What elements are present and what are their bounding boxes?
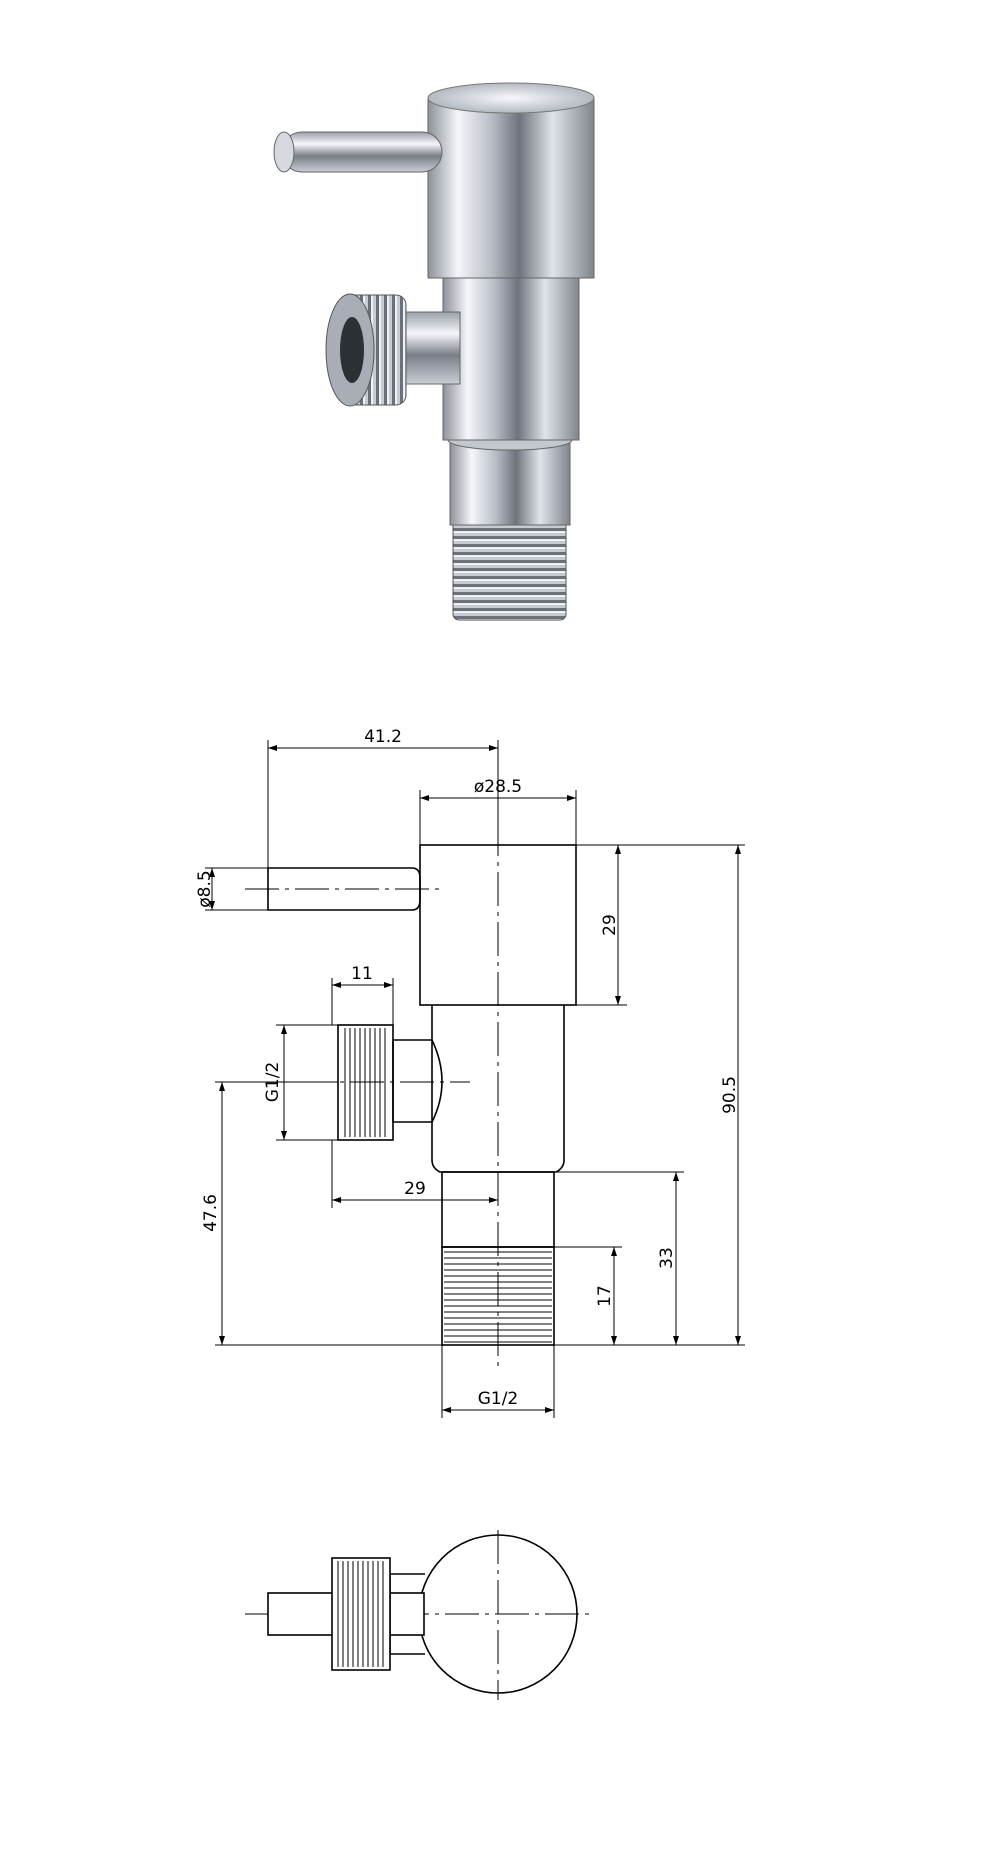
dimension-arrow xyxy=(281,1131,287,1140)
top-view xyxy=(245,1530,595,1700)
dimension-arrow xyxy=(219,1336,225,1345)
dimension-arrow xyxy=(615,996,621,1005)
dim-total-height: 90.5 xyxy=(720,1076,740,1114)
photo-inlet-thread xyxy=(452,519,567,621)
dim-inlet-thread: G1/2 xyxy=(478,1389,519,1409)
photo-outlet-bore xyxy=(340,317,364,383)
front-handle-cap xyxy=(419,844,577,1006)
dimension-arrow xyxy=(268,745,277,751)
dimension-arrow xyxy=(281,1025,287,1034)
front-inlet-thread xyxy=(441,1246,555,1346)
dim-inlet-thread-length: 17 xyxy=(595,1285,615,1307)
dimension-arrow xyxy=(735,1336,741,1345)
dimension-arrow xyxy=(209,901,215,910)
dim-body-diameter: ø28.5 xyxy=(474,777,522,797)
dimension-arrow xyxy=(332,982,341,988)
dimension-arrow xyxy=(673,1172,679,1181)
dim-outlet-offset: 29 xyxy=(404,1179,426,1199)
dim-handle-height: 29 xyxy=(600,914,620,936)
dimension-arrow xyxy=(209,868,215,877)
front-outlet-boss xyxy=(392,1039,443,1123)
dimension-arrows xyxy=(209,745,741,1413)
valve-photo xyxy=(273,82,595,621)
dimension-arrow xyxy=(615,845,621,854)
dim-inlet-length: 33 xyxy=(657,1247,677,1269)
dim-outlet-height: 47.6 xyxy=(201,1194,221,1232)
front-outlet-thread-lines xyxy=(344,1028,386,1137)
dimension-arrow xyxy=(489,745,498,751)
dim-outlet-thread: G1/2 xyxy=(263,1062,283,1103)
dim-outlet-length: 11 xyxy=(351,964,373,984)
dimension-arrow xyxy=(442,1407,451,1413)
dimension-arrow xyxy=(735,845,741,854)
photo-cap-top xyxy=(427,82,595,114)
dim-overall-lever-reach: 41.2 xyxy=(364,727,402,747)
dimension-arrow xyxy=(332,1197,341,1203)
photo-lever-tip xyxy=(273,131,295,173)
dimension-arrow xyxy=(384,982,393,988)
dimension-arrow xyxy=(673,1336,679,1345)
dimension-arrow xyxy=(611,1336,617,1345)
dimension-arrow xyxy=(420,795,429,801)
front-inlet-thread-lines xyxy=(444,1251,552,1343)
front-view xyxy=(245,822,577,1370)
dim-lever-diameter: ø8.5 xyxy=(195,870,215,907)
photo-lever xyxy=(281,131,443,173)
top-outlet-thread xyxy=(331,1557,391,1671)
dimension-labels: 41.2 ø28.5 ø8.5 29 90.5 11 G1/2 29 47.6 … xyxy=(195,727,740,1409)
photo-lower-neck xyxy=(449,439,571,526)
dimension-lines xyxy=(205,740,745,1418)
top-outlet-thread-lines xyxy=(337,1561,384,1667)
dimension-arrow xyxy=(611,1247,617,1256)
photo-cap xyxy=(427,97,595,279)
dimension-arrow xyxy=(219,1082,225,1091)
dimension-arrow xyxy=(489,1197,498,1203)
photo-body xyxy=(442,269,580,441)
dimension-arrow xyxy=(567,795,576,801)
dimension-arrow xyxy=(545,1407,554,1413)
